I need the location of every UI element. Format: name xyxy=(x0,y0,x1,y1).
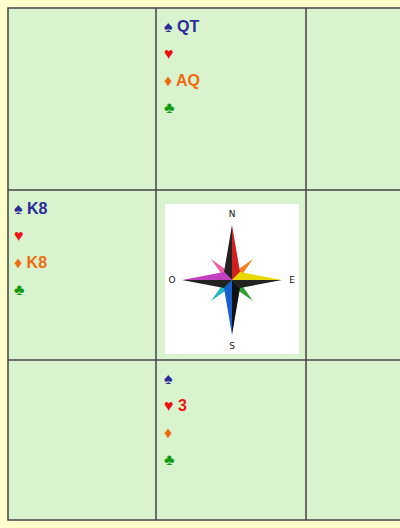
hand-cell: ♠♥ 3♦♣ xyxy=(164,365,187,473)
suit-holding: ♣ xyxy=(14,276,47,303)
table-grid xyxy=(8,8,400,520)
hand-cell: ♠ QT♥♦ AQ♣ xyxy=(164,13,200,121)
compass-letter: N xyxy=(229,209,236,219)
table-ground xyxy=(8,8,400,520)
suit-holding: ♦ xyxy=(164,419,187,446)
suit-holding: ♦ K8 xyxy=(14,249,47,276)
suit-holding: ♠ QT xyxy=(164,13,200,40)
compass-rose xyxy=(182,225,282,335)
compass-panel xyxy=(165,204,299,354)
suit-holding: ♦ AQ xyxy=(164,67,200,94)
suit-holding: ♥ xyxy=(14,222,47,249)
suit-holding: ♥ xyxy=(164,40,200,67)
compass-letter: E xyxy=(289,275,295,285)
suit-holding: ♠ xyxy=(164,365,187,392)
hand-cell: ♠ K8♥♦ K8♣ xyxy=(14,195,47,303)
compass-letter: S xyxy=(229,341,235,351)
suit-holding: ♣ xyxy=(164,446,187,473)
suit-holding: ♠ K8 xyxy=(14,195,47,222)
suit-holding: ♥ 3 xyxy=(164,392,187,419)
suit-holding: ♣ xyxy=(164,94,200,121)
compass-letter: O xyxy=(168,275,175,285)
